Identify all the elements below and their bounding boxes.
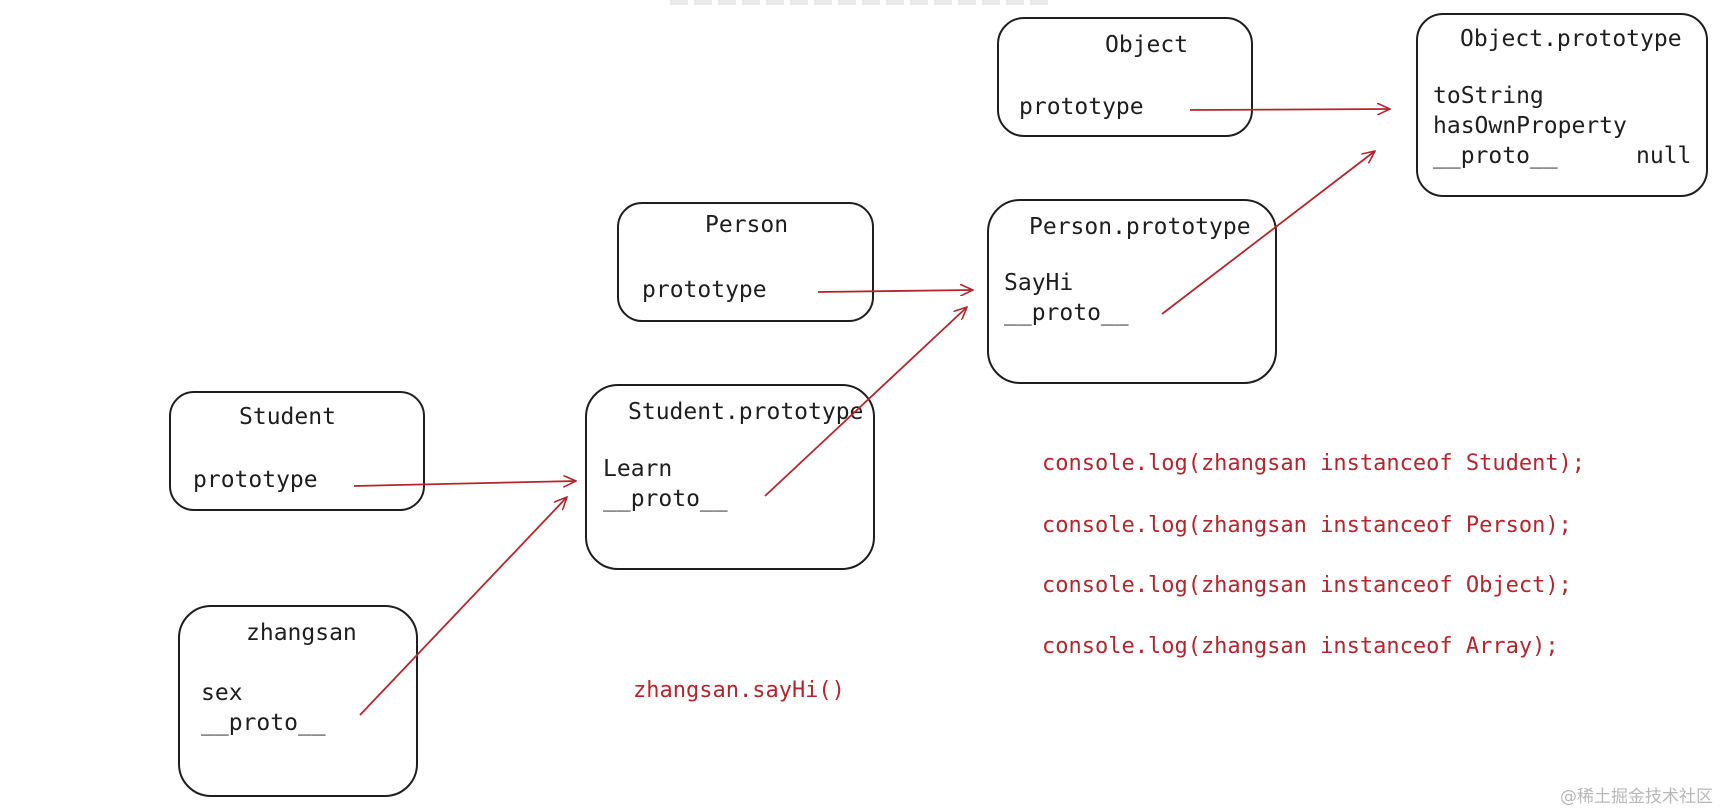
arrows [353,109,1390,716]
arrow-student-prototype-to-person-prototype [764,307,967,497]
arrow-person-prototype-to-object-prototype [1161,151,1375,315]
person-prototype-box-title: Person.prototype [1029,214,1251,240]
object-box-title: Object [1105,32,1188,58]
object-box: Object prototype [997,17,1253,137]
arrow-student-to-student-prototype [353,481,576,486]
null-value: null [1636,143,1691,169]
student-prototype-box-title: Student.prototype [628,399,863,425]
arrow-zhangsan-to-student-prototype [359,497,567,716]
console-line-student: console.log(zhangsan instanceof Student)… [1042,451,1585,476]
object-prototype-box: Object.prototype toString hasOwnProperty… [1416,13,1708,197]
sayhi-field: SayHi [1004,270,1073,296]
person-prototype-box: Person.prototype SayHi __proto__ [987,199,1277,384]
person-prototype-proto-field: __proto__ [1004,300,1129,326]
object-prototype-field: prototype [1019,94,1144,120]
console-line-object: console.log(zhangsan instanceof Object); [1042,573,1572,598]
zhangsan-box: zhangsan sex __proto__ [178,605,418,797]
hasownproperty-field: hasOwnProperty [1433,113,1627,139]
student-prototype-box: Student.prototype Learn __proto__ [585,384,875,570]
object-prototype-box-title: Object.prototype [1460,26,1682,52]
faded-caption-strip [670,0,1050,5]
student-prototype-field: prototype [193,467,318,493]
person-box-title: Person [705,212,788,238]
arrow-object-to-object-prototype [1189,109,1390,110]
student-prototype-proto-field: __proto__ [603,486,728,512]
tostring-field: toString [1433,83,1544,109]
person-box: Person prototype [617,202,874,322]
object-prototype-proto-field: __proto__ [1433,143,1558,169]
watermark: @稀土掘金技术社区 [1560,787,1713,807]
console-line-person: console.log(zhangsan instanceof Person); [1042,513,1572,538]
student-box-title: Student [239,404,336,430]
person-prototype-field: prototype [642,277,767,303]
call-example: zhangsan.sayHi() [633,678,845,703]
console-line-array: console.log(zhangsan instanceof Array); [1042,634,1559,659]
sex-field: sex [201,680,243,706]
student-box: Student prototype [169,391,425,511]
zhangsan-box-title: zhangsan [246,620,357,646]
console-lines: console.log(zhangsan instanceof Student)… [1042,451,1585,659]
arrow-person-to-person-prototype [817,290,973,292]
zhangsan-proto-field: __proto__ [201,710,326,736]
learn-field: Learn [603,456,672,482]
